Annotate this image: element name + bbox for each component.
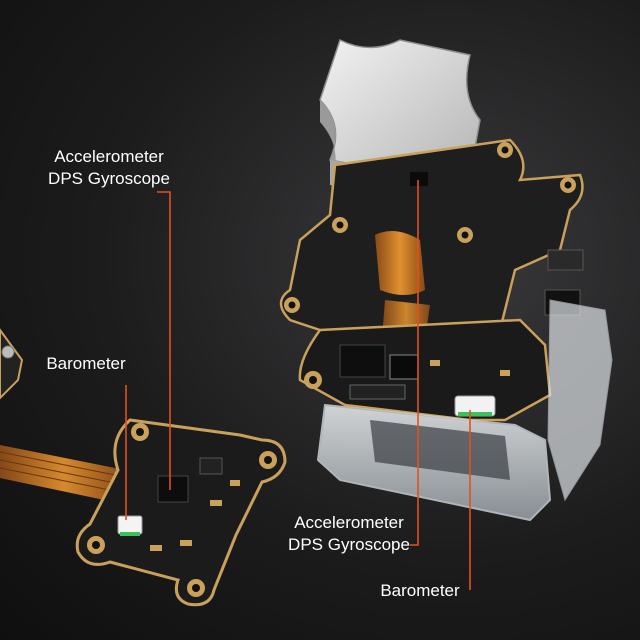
callout-accel-gyro-left-line1: Accelerometer <box>54 147 164 166</box>
callout-barometer-left: Barometer <box>36 353 136 375</box>
flex-cable-left <box>0 445 128 505</box>
housing <box>316 299 613 522</box>
left-edge-board <box>0 328 24 400</box>
callout-accel-gyro-right: Accelerometer DPS Gyroscope <box>282 512 416 556</box>
callout-barometer-left-text: Barometer <box>46 354 126 373</box>
callout-accel-gyro-right-line1: Accelerometer <box>294 513 404 532</box>
callout-barometer-right-text: Barometer <box>380 581 460 600</box>
callout-line-bottom-sensor <box>410 180 419 546</box>
top-pcb <box>279 138 584 342</box>
main-pcb <box>298 318 552 422</box>
small-sensor-board <box>75 418 287 607</box>
callout-barometer-right: Barometer <box>370 580 470 602</box>
callout-accel-gyro-right-line2: DPS Gyroscope <box>288 535 410 554</box>
callout-accel-gyro-left: Accelerometer DPS Gyroscope <box>34 146 184 190</box>
callout-lines <box>125 180 471 590</box>
callout-accel-gyro-left-line2: DPS Gyroscope <box>48 169 170 188</box>
callout-line-top-left <box>157 191 171 490</box>
